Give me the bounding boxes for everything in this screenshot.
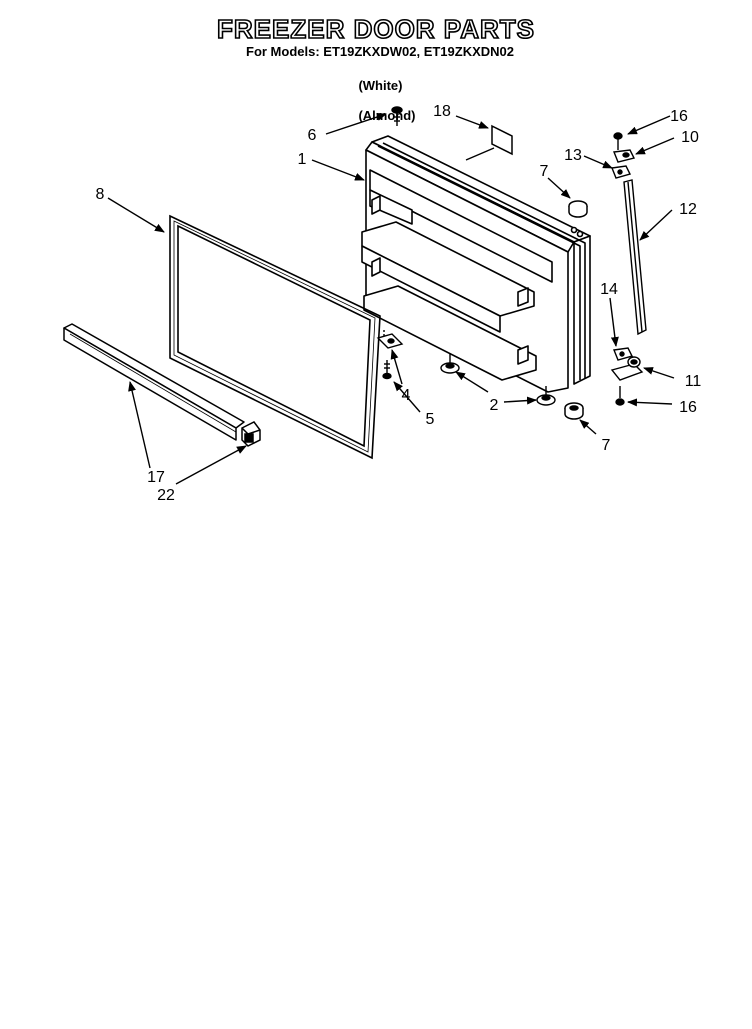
handle-end-cap [241, 421, 261, 447]
plug-bottom [564, 402, 584, 420]
callout-18: 18 [433, 103, 451, 120]
door-stop-right [536, 386, 556, 406]
diagram-header: FREEZER DOOR PARTS For Models: ET19ZKXDW… [0, 0, 752, 123]
stop-screw [382, 360, 392, 380]
callout-11: 11 [685, 373, 702, 390]
hinge-screw-bottom [615, 386, 625, 406]
door-stop-left [440, 354, 460, 374]
screw-6 [391, 106, 403, 126]
stop-bracket [376, 330, 404, 349]
callout-7-bottom: 7 [602, 437, 611, 454]
callout-22: 22 [157, 487, 175, 504]
door-gasket [169, 214, 381, 460]
hinge-rod [623, 179, 647, 336]
callout-2: 2 [490, 397, 499, 414]
callout-16-top: 16 [670, 108, 688, 125]
door-inner-panel [361, 135, 591, 393]
callout-10: 10 [681, 129, 699, 146]
label-plate [491, 124, 513, 156]
callout-12: 12 [679, 201, 697, 218]
hinge-bracket-top [613, 149, 636, 163]
callout-14: 14 [600, 281, 618, 298]
hinge-screw-top [613, 132, 623, 150]
hinge-bracket-bottom [610, 356, 644, 381]
callout-13: 13 [564, 147, 582, 164]
callout-8: 8 [96, 186, 105, 203]
callout-labels: 6 1 8 18 7 16 10 13 12 14 11 16 7 2 4 5 … [96, 103, 702, 504]
callout-7-top: 7 [540, 163, 549, 180]
plug-top [568, 200, 588, 218]
callout-1: 1 [298, 151, 307, 168]
callout-16-bottom: 16 [679, 399, 697, 416]
hinge-washer-top [611, 165, 632, 179]
diagram-title: FREEZER DOOR PARTS [216, 13, 535, 45]
callout-4: 4 [402, 387, 411, 404]
model-numbers: For Models: ET19ZKXDW02, ET19ZKXDN02 [246, 44, 514, 59]
leader-lines [107, 113, 675, 485]
callout-6: 6 [308, 127, 317, 144]
callout-5: 5 [426, 411, 435, 428]
callout-17: 17 [147, 469, 165, 486]
door-handle [63, 323, 245, 441]
variant-white: (White) [358, 78, 403, 93]
hinge-washer-bottom [613, 347, 634, 361]
